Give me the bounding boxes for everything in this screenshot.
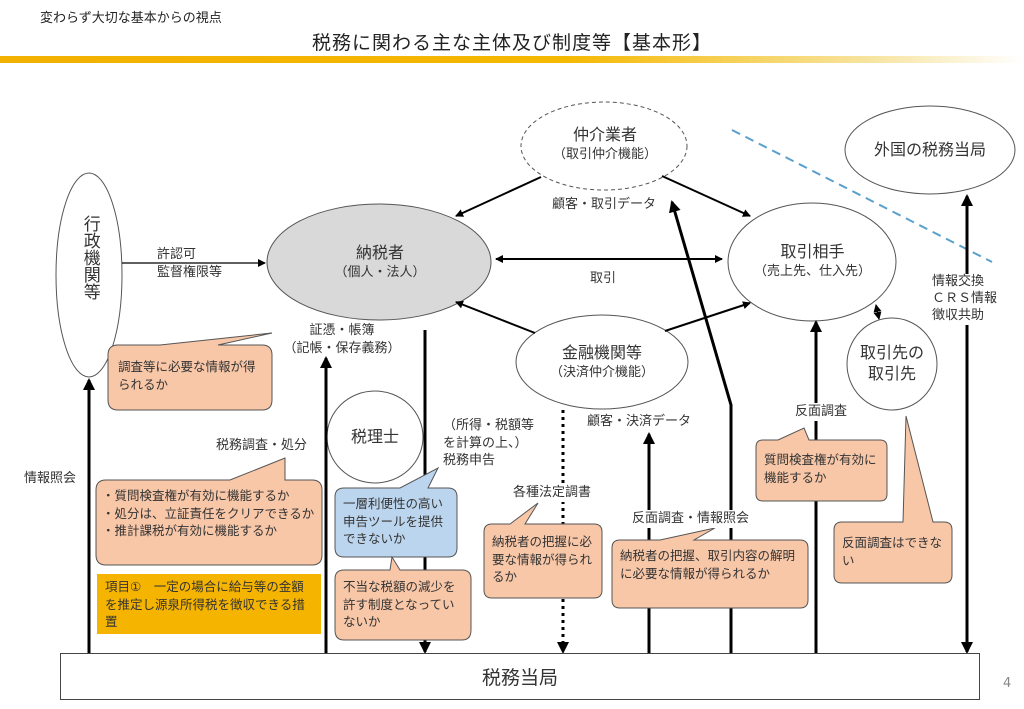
node-foreign-shape bbox=[844, 105, 1016, 195]
callout-transaction-clarify: 納税者の把握、取引内容の解明に必要な情報が得られるか bbox=[620, 548, 796, 581]
label-approval-line1: 許認可 bbox=[157, 247, 197, 262]
node-broker-label: 仲介業者 bbox=[572, 125, 637, 144]
label-records: 証憑・帳簿 （記帳・保存義務） bbox=[272, 322, 412, 357]
node-financial-sublabel: （決済仲介機能） bbox=[549, 364, 654, 380]
page-number: 4 bbox=[1003, 676, 1012, 691]
node-tax-accountant: 税理士 bbox=[350, 427, 399, 446]
callout-audit-point: ・処分は、立証責任をクリアできるか bbox=[102, 505, 315, 521]
callout-audit-points: ・質問検査権が有効に機能するか ・処分は、立証責任をクリアできるか ・推計課税が… bbox=[96, 487, 322, 540]
node-counterparty-label: 取引相手 bbox=[780, 242, 845, 261]
callout-info-obtainable-shape bbox=[107, 332, 273, 411]
node-admin: 行政機関等 bbox=[72, 215, 106, 306]
arrow-broker-to-taxpayer bbox=[455, 176, 542, 217]
label-tax-filing: （所得・税額等 を計算の上、） 税務申告 bbox=[443, 417, 534, 470]
callout-audit-point: ・推計課税が有効に機能するか bbox=[102, 523, 278, 538]
callout-info-obtainable: 調査等に必要な情報が得られるか bbox=[118, 359, 256, 392]
node-financial-label: 金融機関等 bbox=[561, 343, 642, 362]
node-broker: 仲介業者 （取引仲介機能） bbox=[520, 124, 690, 163]
node-broker-sublabel: （取引仲介機能） bbox=[552, 146, 657, 162]
border-dashed-line bbox=[731, 129, 993, 263]
arrow-financial-to-taxpayer bbox=[455, 300, 536, 334]
label-tax-filing-line1: （所得・税額等 bbox=[443, 418, 535, 433]
callout-filing-tool: 一層利便性の高い申告ツールを提供できないか bbox=[343, 496, 444, 546]
node-taxpayer-label: 納税者 bbox=[355, 243, 404, 262]
label-records-line2: （記帳・保存義務） bbox=[283, 340, 401, 356]
arrow-cp-to-cp-of-cp bbox=[873, 304, 882, 320]
callout-inquiry-power: 質問検査権が有効に機能するか bbox=[764, 452, 877, 485]
label-approval: 許認可 監督権限等 bbox=[157, 246, 222, 281]
node-counterparty: 取引相手 （売上先、仕入先） bbox=[730, 241, 895, 280]
label-info-exchange-line1: 情報交換 bbox=[932, 274, 985, 289]
node-cp-of-cp-line1: 取引先の bbox=[859, 343, 924, 362]
node-tax-authority-label: 税務当局 bbox=[481, 667, 558, 689]
node-counterparty-sublabel: （売上先、仕入先） bbox=[753, 263, 871, 279]
slide-title: 税務に関わる主な主体及び制度等【基本形】 bbox=[311, 32, 712, 54]
label-info-exchange-line3: 徴収共助 bbox=[932, 307, 985, 323]
callout-taxpayer-grasp: 納税者の把握に必要な情報が得られるか bbox=[492, 534, 593, 584]
node-taxpayer: 納税者 （個人・法人） bbox=[280, 242, 480, 281]
callout-improper-reduction-shape bbox=[334, 555, 472, 641]
label-approval-line2: 監督権限等 bbox=[157, 264, 223, 280]
callout-improper-reduction: 不当な税額の減少を許す制度となっていないか bbox=[343, 579, 456, 629]
node-cp-of-cp: 取引先の 取引先 bbox=[847, 343, 937, 385]
label-info-exchange: 情報交換 ＣＲＳ情報 徴収共助 bbox=[932, 274, 998, 325]
label-statutory-reports: 各種法定調書 bbox=[513, 484, 592, 502]
label-info-inquiry: 情報照会 bbox=[24, 471, 77, 486]
label-trade: 取引 bbox=[590, 271, 617, 286]
node-broker-shape bbox=[520, 101, 688, 191]
label-info-exchange-line2: ＣＲＳ情報 bbox=[932, 290, 998, 306]
label-counter-audit-inquiry: 反面調査・情報照会 bbox=[632, 510, 750, 528]
label-tax-filing-line3: 税務申告 bbox=[443, 453, 496, 469]
node-financial: 金融機関等 （決済仲介機能） bbox=[516, 342, 688, 381]
node-financial-shape bbox=[515, 314, 689, 410]
node-admin-shape bbox=[55, 172, 123, 378]
node-cp-of-cp-line2: 取引先 bbox=[867, 363, 916, 383]
callout-inquiry-power-shape bbox=[755, 427, 888, 502]
callout-audit-point: ・質問検査権が有効に機能するか bbox=[102, 488, 290, 503]
node-taxpayer-shape bbox=[266, 203, 492, 321]
callout-taxpayer-grasp-shape bbox=[483, 502, 603, 599]
node-foreign-tax: 外国の税務当局 bbox=[873, 140, 986, 159]
label-records-line1: 証憑・帳簿 bbox=[309, 323, 375, 338]
callout-no-counter-audit: 反面調査はできない bbox=[842, 535, 943, 568]
label-customer-settlement-data: 顧客・決済データ bbox=[587, 413, 692, 431]
arrow-financial-to-counterparty bbox=[664, 301, 751, 332]
label-tax-filing-line2: を計算の上、） bbox=[443, 435, 528, 451]
callout-no-counter-audit-shape bbox=[833, 415, 953, 584]
slide-subtitle: 変わらず大切な基本からの視点 bbox=[40, 11, 222, 26]
node-admin-label: 行政機関等 bbox=[79, 215, 100, 300]
callout-transaction-clarify-shape bbox=[611, 527, 809, 609]
callout-audit-points-shape bbox=[95, 457, 323, 566]
callout-filing-tool-shape bbox=[334, 466, 458, 558]
label-tax-audit: 税務調査・処分 bbox=[216, 438, 308, 453]
title-underline bbox=[0, 56, 1024, 63]
node-taxpayer-sublabel: （個人・法人） bbox=[334, 264, 426, 280]
label-counter-audit: 反面調査 bbox=[795, 403, 848, 421]
label-customer-trade-data: 顧客・取引データ bbox=[552, 197, 657, 212]
node-tax-authority: 税務当局 bbox=[60, 653, 980, 700]
arrow-broker-to-counterparty bbox=[661, 175, 751, 217]
node-cp-of-cp-shape bbox=[846, 317, 938, 411]
item1-note: 項目① 一定の場合に給与等の金額を推定し源泉所得税を徴収できる措置 bbox=[97, 574, 321, 634]
